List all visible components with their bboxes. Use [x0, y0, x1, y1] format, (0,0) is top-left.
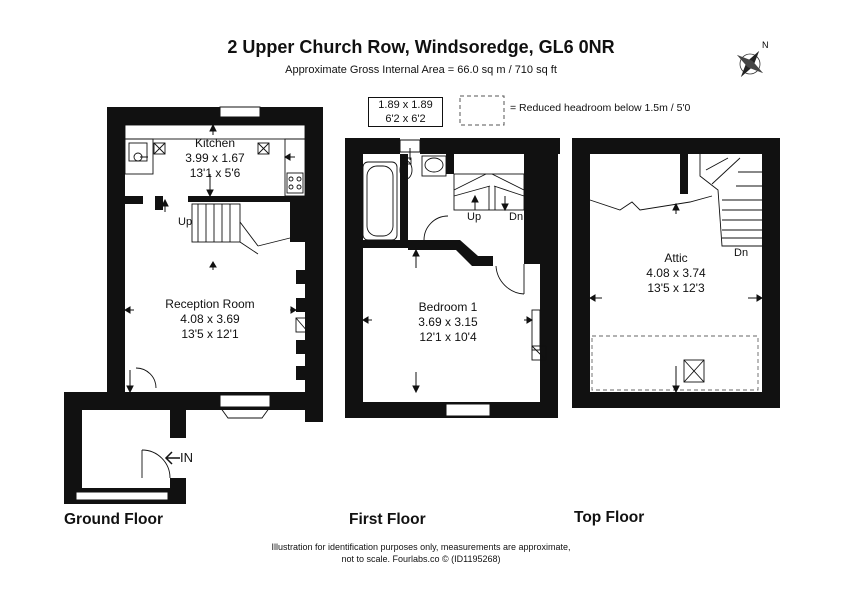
gross-internal-area: Approximate Gross Internal Area = 66.0 s…: [285, 64, 557, 76]
compass-icon: [736, 50, 764, 78]
reception-imperial: 13'5 x 12'1: [181, 327, 239, 341]
first-floor-plan: [345, 138, 560, 418]
disclaimer-line-2: not to scale. Fourlabs.co © (ID1195268): [341, 554, 501, 564]
first-stairs-down-label: Dn: [509, 211, 524, 223]
kitchen-fittings: [124, 124, 309, 479]
bedroom1-metric: 3.69 x 3.15: [418, 315, 478, 329]
bathroom-dimension-box: 1.89 x 1.89 6'2 x 6'2: [368, 97, 443, 127]
property-address-title: 2 Upper Church Row, Windsoredge, GL6 0NR: [227, 37, 615, 57]
reduced-headroom-legend-box: [459, 95, 505, 126]
room-label-reception: Reception Room 4.08 x 3.69 13'5 x 12'1: [150, 297, 270, 342]
attic-name: Attic: [664, 251, 688, 265]
reception-name: Reception Room: [165, 297, 255, 311]
kitchen-name: Kitchen: [194, 136, 236, 150]
room-label-kitchen: Kitchen 3.99 x 1.67 13'1 x 5'6: [175, 136, 255, 181]
ground-floor-windows: [75, 106, 271, 501]
room-label-bedroom1: Bedroom 1 3.69 x 3.15 12'1 x 10'4: [398, 300, 498, 345]
reception-metric: 4.08 x 3.69: [180, 312, 240, 326]
first-floor-label: First Floor: [349, 511, 426, 528]
top-stairs-down-label: Dn: [734, 247, 749, 259]
top-floor-plan: [572, 138, 780, 408]
bathroom-metric: 1.89 x 1.89: [378, 99, 433, 111]
first-stairs-up-label: Up: [467, 211, 482, 223]
disclaimer-footer: Illustration for identification purposes…: [0, 541, 842, 565]
top-dimension-arrows: [589, 202, 763, 394]
reduced-headroom-legend-text: = Reduced headroom below 1.5m / 5'0: [510, 102, 691, 114]
first-dimension-arrows: [362, 148, 533, 394]
disclaimer-line-1: Illustration for identification purposes…: [271, 542, 571, 552]
kitchen-metric: 3.99 x 1.67: [185, 151, 245, 165]
attic-imperial: 13'5 x 12'3: [647, 281, 705, 295]
room-label-attic: Attic 4.08 x 3.74 13'5 x 12'3: [626, 251, 726, 296]
kitchen-imperial: 13'1 x 5'6: [189, 166, 241, 180]
attic-metric: 4.08 x 3.74: [646, 266, 706, 280]
ground-dimension-arrows: [124, 123, 297, 394]
compass-north-label: N: [762, 40, 769, 50]
entrance-label: IN: [180, 450, 193, 465]
first-floor-fittings: [362, 155, 547, 361]
entrance-arrow-icon: [164, 451, 180, 465]
bathroom-imperial: 6'2 x 6'2: [385, 113, 426, 125]
bedroom1-name: Bedroom 1: [418, 300, 478, 314]
first-floor-windows: [399, 139, 491, 417]
top-floor-label: Top Floor: [574, 509, 645, 526]
bedroom1-imperial: 12'1 x 10'4: [419, 330, 477, 344]
ground-floor-label: Ground Floor: [64, 511, 164, 528]
ground-stairs-up-label: Up: [178, 216, 193, 228]
